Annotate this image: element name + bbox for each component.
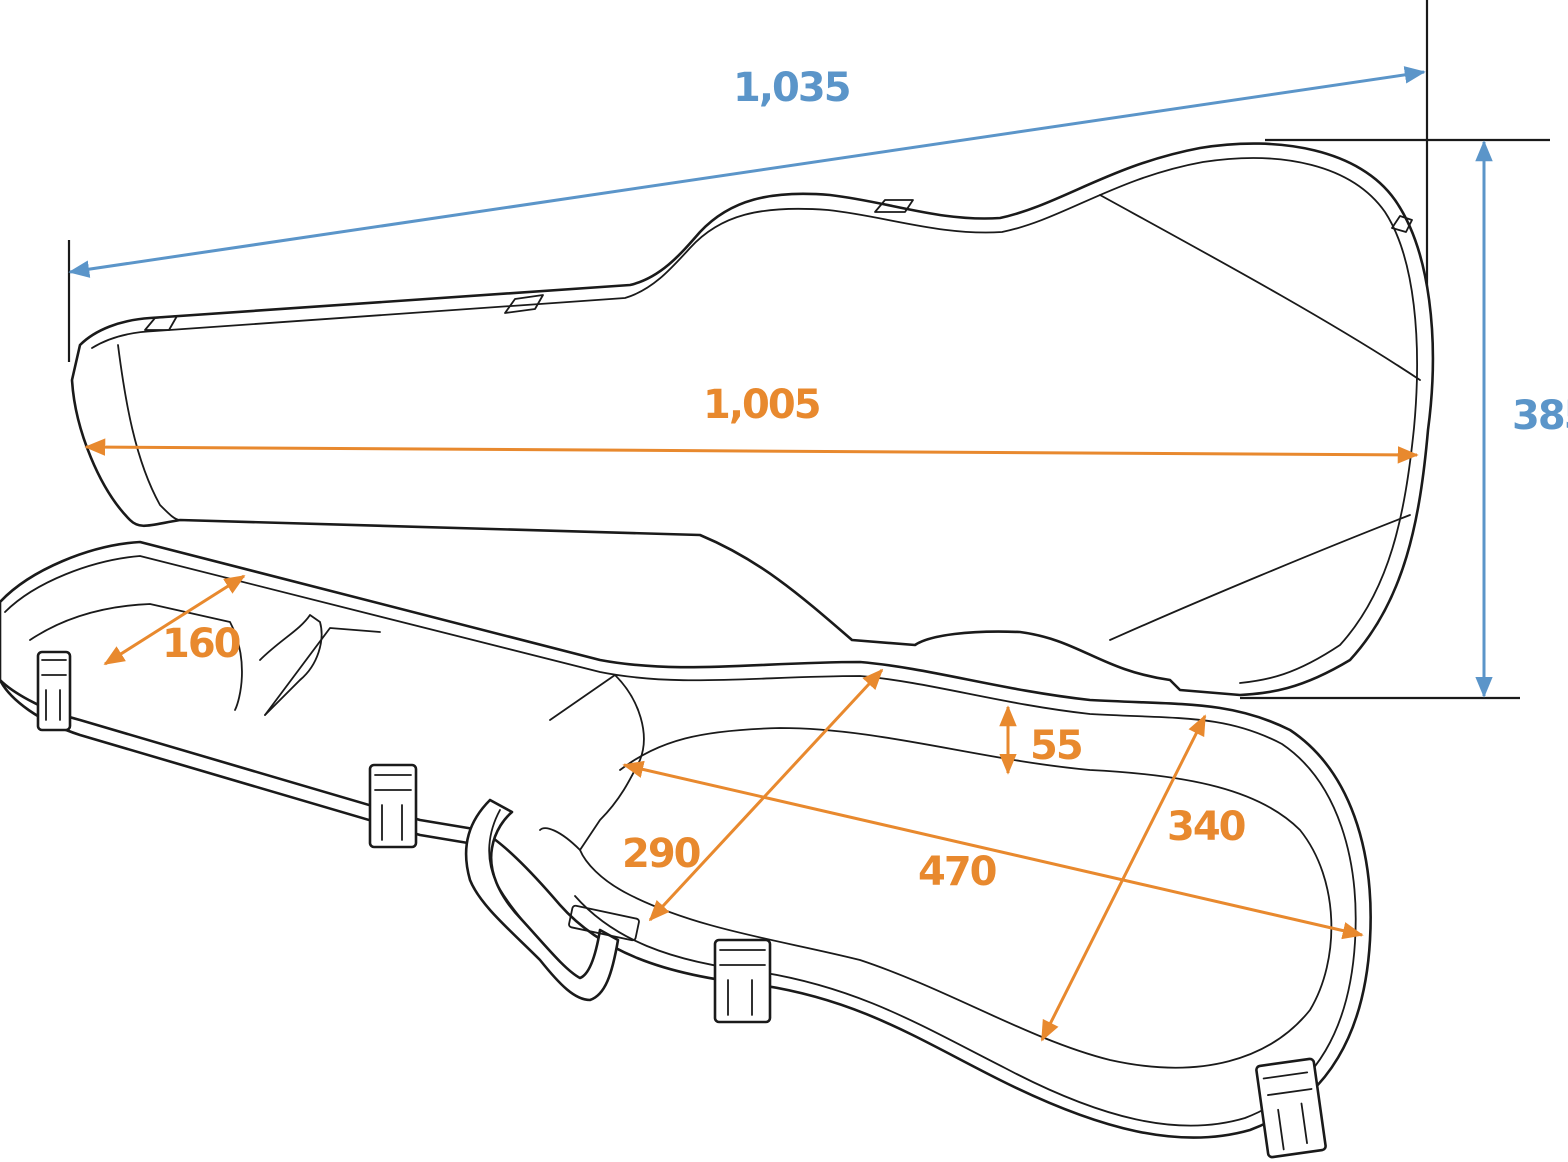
lid-inner-length-label: 1,005	[703, 382, 820, 428]
lid-hinge-middle	[504, 294, 544, 314]
latch-icon	[713, 938, 772, 1024]
base-neck-rest	[259, 614, 323, 716]
depth-label: 55	[1030, 723, 1082, 769]
neck-width-label: 160	[162, 621, 240, 667]
latches	[36, 650, 1327, 1159]
overall-height-label: 385	[1512, 393, 1568, 439]
lower-bout-width-label: 340	[1167, 804, 1245, 850]
dimension-labels: 1,035 385 1,005 160 55 290 470 340	[162, 65, 1568, 895]
lid-inner-length-arrow	[84, 438, 1419, 464]
overall-length-arrow	[68, 66, 1426, 278]
body-length-label: 470	[918, 849, 996, 895]
carry-handle	[464, 798, 640, 1002]
neck-width-arrow	[103, 574, 246, 666]
lid-hinge-left	[144, 315, 178, 331]
lid-lining-fold-bottom	[1109, 514, 1411, 641]
lid-lining-edge	[117, 344, 181, 521]
body-length-arrow	[622, 760, 1364, 940]
overall-length-label: 1,035	[733, 65, 850, 111]
waist-width-label: 290	[622, 831, 700, 877]
latch-icon	[36, 650, 72, 732]
lower-bout-width-arrow	[1040, 714, 1207, 1042]
handle-strap	[488, 809, 561, 963]
dimension-arrows	[68, 66, 1493, 1042]
latch-icon	[368, 763, 418, 849]
latch-icon	[1255, 1057, 1327, 1159]
